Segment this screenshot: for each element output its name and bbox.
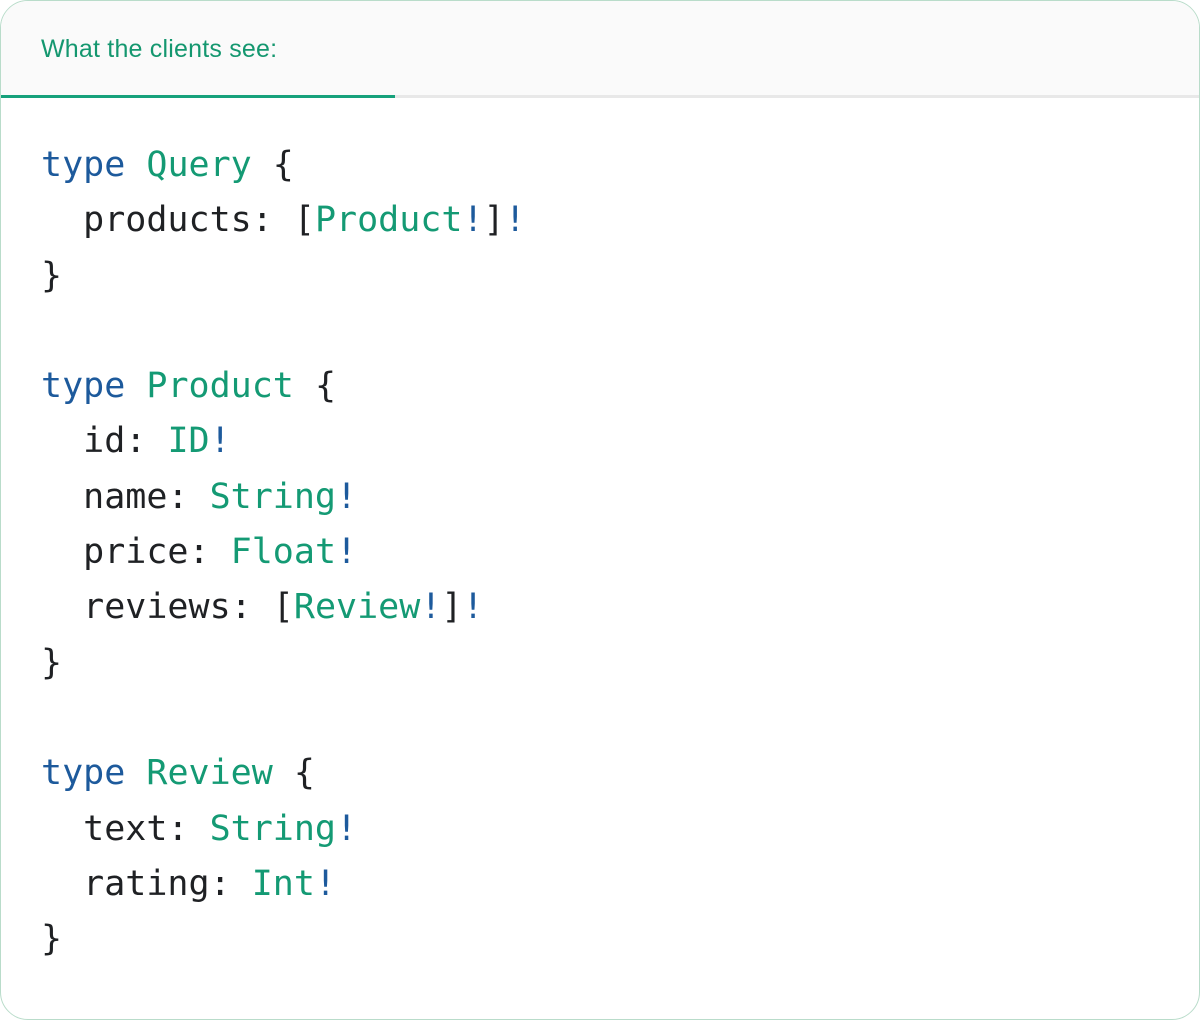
code-block: type Query { products: [Product!]!} type…: [1, 98, 1199, 967]
code-line: }: [41, 642, 63, 683]
code-line: type Review {: [41, 753, 315, 794]
code-line: type Query {: [41, 145, 294, 185]
active-tab-underline: [1, 95, 395, 98]
code-line: id: ID!: [41, 421, 231, 462]
code-line: rating: Int!: [41, 863, 337, 904]
code-line: price: Float!: [41, 532, 358, 573]
tab-bar: What the clients see:: [1, 1, 1199, 98]
code-line: [41, 691, 1159, 746]
code-line: name: String!: [41, 476, 358, 517]
code-line: products: [Product!]!: [41, 200, 526, 241]
code-line: [41, 304, 1159, 359]
tab-what-clients-see[interactable]: What the clients see:: [1, 1, 395, 98]
code-line: }: [41, 255, 63, 296]
code-line: reviews: [Review!]!: [41, 587, 484, 628]
tab-label: What the clients see:: [41, 35, 278, 63]
code-line: text: String!: [41, 808, 358, 849]
code-line: }: [41, 919, 63, 960]
code-line: type Product {: [41, 366, 337, 407]
